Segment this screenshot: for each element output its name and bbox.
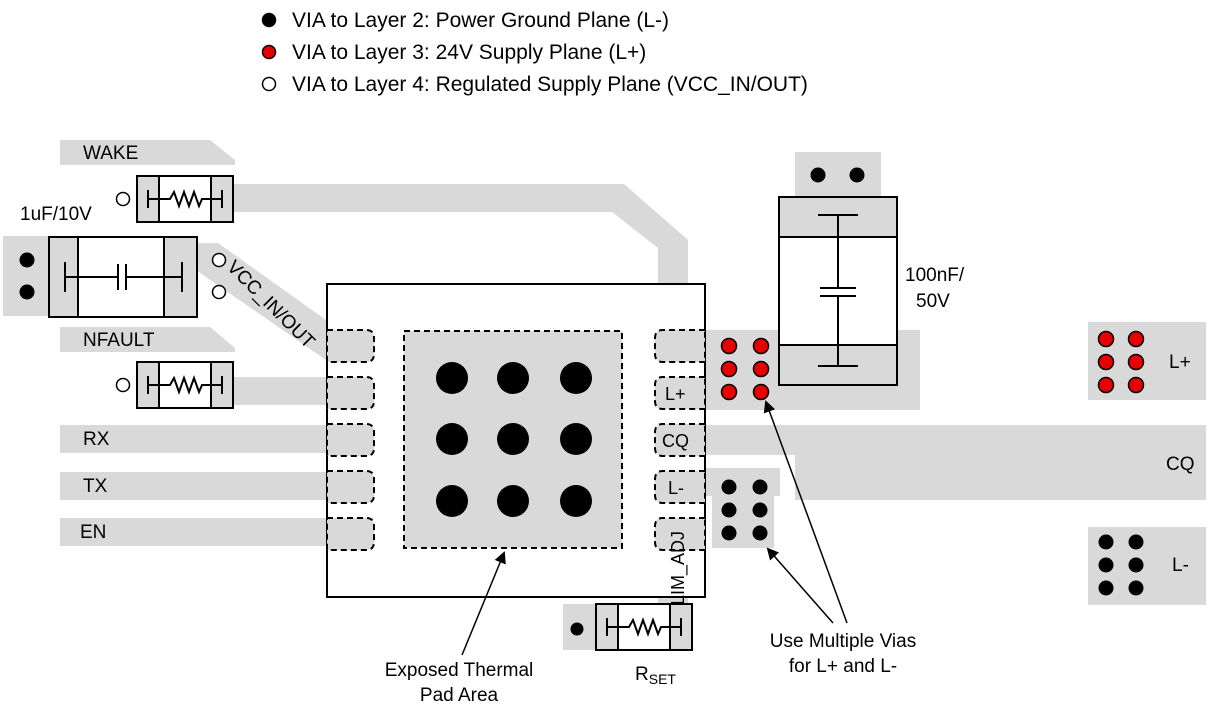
legend-ground-via-icon bbox=[261, 12, 277, 28]
wake-trace bbox=[60, 140, 235, 165]
cap-large-label-line1: 100nF/ bbox=[905, 265, 965, 286]
legend-ground-label: VIA to Layer 2: Power Ground Plane (L-) bbox=[292, 9, 669, 32]
legend: VIA to Layer 2: Power Ground Plane (L-) … bbox=[261, 9, 808, 96]
cap-large bbox=[778, 167, 898, 386]
nfault-pin-trace bbox=[233, 377, 333, 405]
vcc-trace bbox=[196, 243, 340, 360]
lminus-connector: L- bbox=[1098, 534, 1189, 596]
rx-label: RX bbox=[83, 429, 110, 450]
pin-lplus-label: L+ bbox=[665, 384, 686, 404]
cq-trace bbox=[700, 425, 1206, 500]
ic-chip: L+ CQ L- ILIM_ADJ bbox=[326, 283, 706, 610]
nfault-trace bbox=[60, 327, 235, 352]
rset-label: RSET bbox=[635, 664, 676, 687]
legend-regulated-via-icon bbox=[261, 76, 277, 92]
thermal-annotation-line1: Exposed Thermal bbox=[385, 660, 534, 681]
rset-ground-via-icon bbox=[570, 622, 584, 636]
nfault-regulated-via-icon bbox=[115, 377, 131, 393]
cap-small-ground-via-1-icon bbox=[19, 252, 35, 268]
wake-resistor bbox=[115, 175, 234, 223]
wake-regulated-via-icon bbox=[115, 191, 131, 207]
rx-trace bbox=[60, 425, 335, 453]
cap-large-top-pad bbox=[795, 152, 881, 198]
lplus-via-array bbox=[720, 337, 770, 401]
legend-regulated-label: VIA to Layer 4: Regulated Supply Plane (… bbox=[292, 73, 808, 96]
vias-annotation-line2: for L+ and L- bbox=[789, 656, 897, 677]
nfault-resistor bbox=[115, 361, 234, 409]
tx-trace bbox=[60, 472, 335, 500]
rset-resistor bbox=[570, 603, 693, 651]
thermal-vias bbox=[436, 362, 592, 517]
en-label: EN bbox=[80, 522, 106, 543]
cap-small-left-pad bbox=[3, 236, 51, 316]
lplus-connector: L+ bbox=[1097, 330, 1191, 394]
tx-label: TX bbox=[83, 476, 108, 497]
pin-cq-label: CQ bbox=[662, 431, 689, 451]
cap-small-regulated-via-1-icon bbox=[211, 252, 227, 268]
vias-arrow-lminus bbox=[766, 547, 834, 624]
connector-cq-label: CQ bbox=[1166, 454, 1195, 475]
top-right-trace bbox=[233, 184, 688, 330]
cap-large-label-line2: 50V bbox=[916, 291, 950, 312]
lminus-via-array bbox=[721, 479, 768, 541]
cap-small-ground-via-2-icon bbox=[19, 284, 35, 300]
wake-label: WAKE bbox=[83, 143, 138, 164]
connector-lplus-label: L+ bbox=[1169, 352, 1191, 373]
cap-small bbox=[19, 236, 227, 318]
pin-ilim-label: ILIM_ADJ bbox=[668, 531, 689, 610]
thermal-arrow bbox=[461, 551, 506, 656]
cap-small-label: 1uF/10V bbox=[20, 204, 92, 225]
cap-large-ground-via-1-icon bbox=[810, 167, 826, 183]
en-trace bbox=[60, 518, 335, 546]
thermal-annotation-line2: Pad Area bbox=[420, 685, 499, 706]
vias-annotation-line1: Use Multiple Vias bbox=[770, 631, 916, 652]
pin-lminus-label: L- bbox=[668, 478, 684, 498]
connector-lminus-label: L- bbox=[1172, 555, 1189, 576]
legend-supply-via-icon bbox=[261, 44, 277, 60]
cap-large-ground-via-2-icon bbox=[849, 167, 865, 183]
vias-arrow-lplus bbox=[763, 400, 848, 624]
cap-small-regulated-via-2-icon bbox=[211, 284, 227, 300]
nfault-label: NFAULT bbox=[83, 330, 155, 351]
legend-supply-label: VIA to Layer 3: 24V Supply Plane (L+) bbox=[292, 41, 646, 64]
